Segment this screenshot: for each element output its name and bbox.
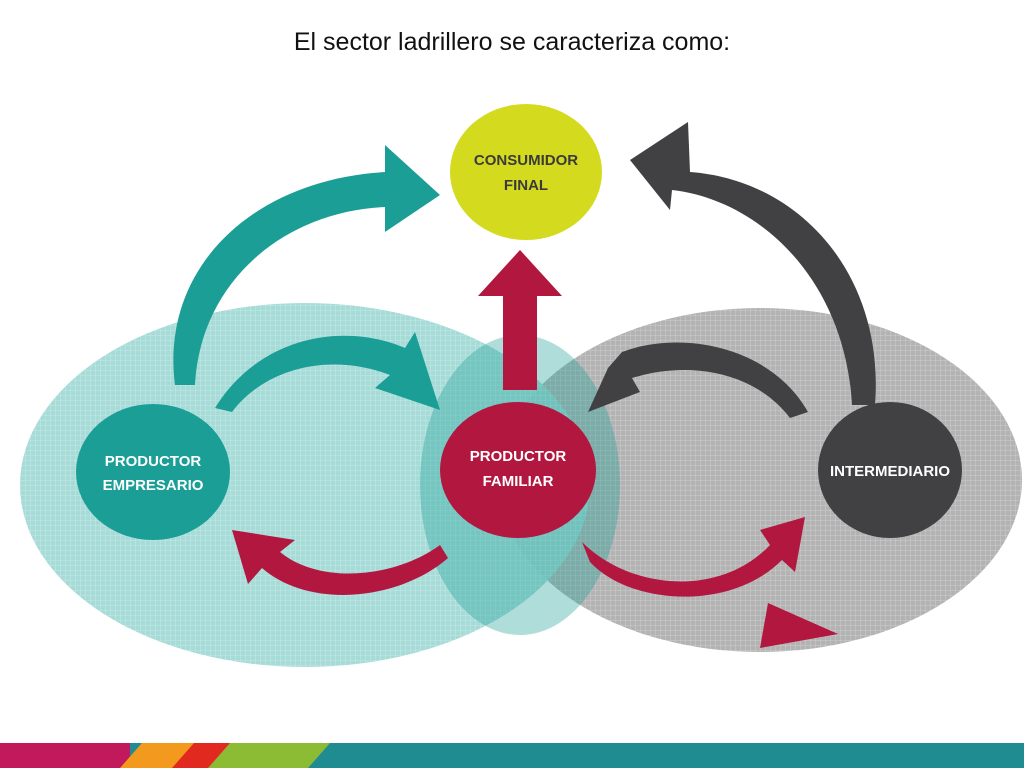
footer-bar-magenta [0, 743, 130, 768]
node-consumidor-final-circle [450, 104, 602, 240]
teal-region-ellipse-grid [20, 303, 590, 667]
node-consumidor-final: CONSUMIDOR FINAL [450, 104, 602, 240]
arrow-empresario-to-familiar [215, 332, 440, 412]
arrow-familiar-to-empresario [232, 530, 448, 595]
node-consumidor-final-line1: CONSUMIDOR [474, 152, 578, 169]
node-productor-empresario-line2: EMPRESARIO [103, 477, 204, 494]
node-productor-familiar: PRODUCTOR FAMILIAR [440, 402, 596, 538]
arrow-intermediario-to-familiar [588, 342, 808, 418]
node-productor-familiar-circle [440, 402, 596, 538]
node-productor-familiar-line1: PRODUCTOR [470, 448, 567, 465]
node-productor-empresario-line1: PRODUCTOR [105, 453, 202, 470]
arrow-familiar-to-intermediario [582, 517, 805, 597]
slide-title: El sector ladrillero se caracteriza como… [293, 28, 731, 56]
arrow-familiar-to-consumidor [478, 250, 562, 390]
footer-decorative-bar [0, 743, 1024, 768]
node-intermediario: INTERMEDIARIO [818, 402, 962, 538]
node-productor-familiar-line2: FAMILIAR [483, 473, 554, 490]
arrow-intermediario-to-consumidor [630, 122, 876, 405]
node-intermediario-circle [818, 402, 962, 538]
node-consumidor-final-line2: FINAL [504, 177, 548, 194]
decorative-triangle [760, 603, 838, 648]
node-intermediario-label: INTERMEDIARIO [830, 463, 950, 480]
node-productor-empresario-circle [76, 404, 230, 540]
node-productor-empresario: PRODUCTOR EMPRESARIO [76, 404, 230, 540]
arrow-empresario-to-consumidor [173, 145, 440, 385]
footer-bar-green [208, 743, 330, 768]
footer-bar-red [172, 743, 236, 768]
